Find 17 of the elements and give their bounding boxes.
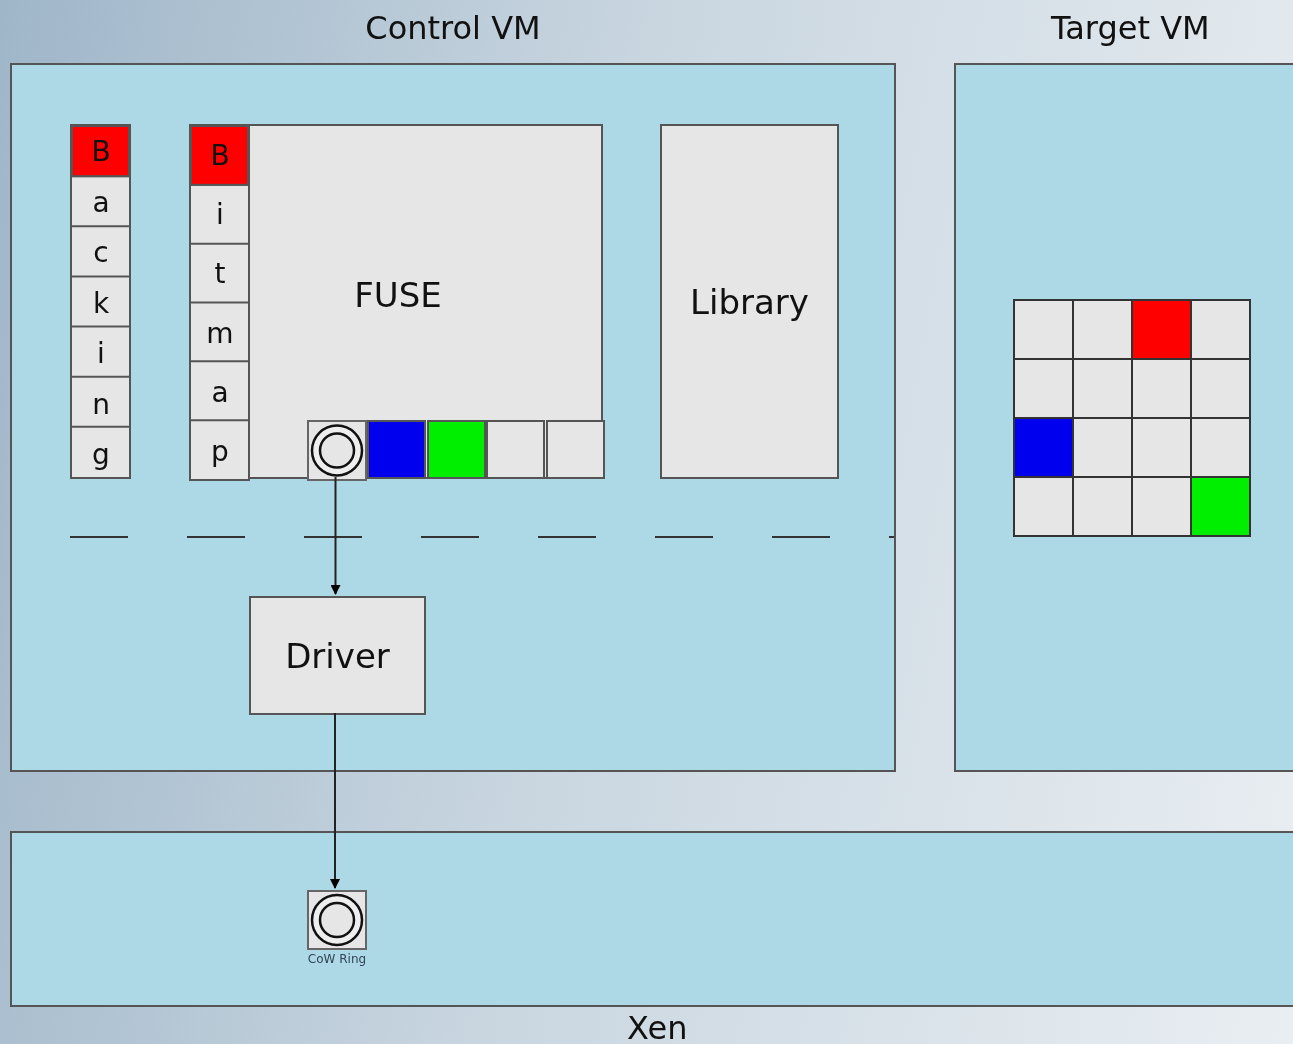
box-label: FUSE xyxy=(354,275,442,315)
arrow xyxy=(330,476,341,595)
column-label: Backing xyxy=(86,134,115,489)
box-label: Driver xyxy=(285,635,390,676)
panel-title: Control VM xyxy=(365,9,541,47)
library-box xyxy=(660,124,839,479)
bitmap-column xyxy=(189,124,250,481)
ring-label: CoW Ring xyxy=(307,952,367,966)
band-label: Xen xyxy=(627,1009,688,1044)
box-label: Library xyxy=(690,281,809,322)
driver-box xyxy=(249,596,426,715)
backing-column xyxy=(70,124,131,479)
column-label: Bitmap xyxy=(205,139,234,495)
arrow xyxy=(330,712,340,889)
fuse-box xyxy=(189,124,603,479)
panel-title: Target VM xyxy=(1051,9,1210,47)
ring-icon xyxy=(307,420,367,481)
